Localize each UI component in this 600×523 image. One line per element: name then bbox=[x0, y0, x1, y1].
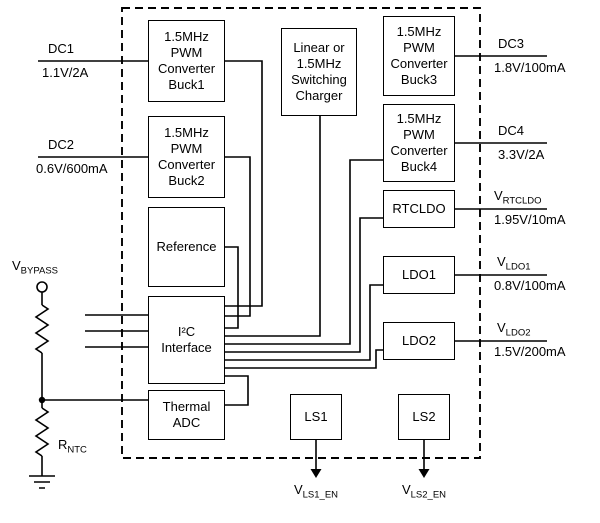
ntc-resistor bbox=[34, 407, 50, 457]
dc4-value: 3.3V/2A bbox=[498, 147, 545, 162]
block-ldo2: LDO2 bbox=[383, 322, 455, 360]
block-buck3: 1.5MHz PWM Converter Buck3 bbox=[383, 16, 455, 96]
dc3-value: 1.8V/100mA bbox=[494, 60, 566, 75]
dc4-label: DC4 bbox=[498, 123, 525, 138]
block-ls1: LS1 bbox=[290, 394, 342, 440]
block-i2c-interface: I²C Interface bbox=[148, 296, 225, 384]
wire-buck4-i2c bbox=[225, 159, 383, 345]
bypass-terminal bbox=[36, 281, 48, 293]
dc2-value: 0.6V/600mA bbox=[36, 161, 108, 176]
block-reference: Reference bbox=[148, 207, 225, 287]
ls2-en-arrow-icon bbox=[418, 469, 430, 478]
ground-symbol-icon bbox=[29, 475, 55, 489]
vls2-en-label: VLS2_EN bbox=[401, 482, 447, 501]
vbypass-label: VBYPASS bbox=[12, 258, 58, 277]
chip-boundary bbox=[121, 7, 481, 459]
block-buck4: 1.5MHz PWM Converter Buck4 bbox=[383, 104, 455, 182]
vrtcldo-value: 1.95V/10mA bbox=[494, 212, 566, 227]
vrtcldo-label: VRTCLDO bbox=[494, 188, 542, 207]
junction-dot bbox=[38, 396, 46, 404]
ls1-en-arrow-icon bbox=[310, 469, 322, 478]
vldo1-label: VLDO1 bbox=[497, 254, 531, 273]
wire-buck1-i2c bbox=[225, 60, 263, 307]
wire-ldo1-i2c bbox=[225, 284, 383, 361]
block-ls2: LS2 bbox=[398, 394, 450, 440]
wire-i2c-bus bbox=[85, 314, 148, 348]
block-buck1: 1.5MHz PWM Converter Buck1 bbox=[148, 20, 225, 102]
vls1-en-label: VLS1_EN bbox=[293, 482, 339, 501]
block-buck2: 1.5MHz PWM Converter Buck2 bbox=[148, 116, 225, 198]
wire-reference-i2c bbox=[225, 246, 239, 329]
vldo2-value: 1.5V/200mA bbox=[494, 344, 566, 359]
dc1-label: DC1 bbox=[48, 41, 75, 56]
vldo1-value: 0.8V/100mA bbox=[494, 278, 566, 293]
bypass-resistor bbox=[34, 304, 50, 354]
wire-rtcldo-i2c bbox=[225, 217, 383, 353]
block-thermal-adc: Thermal ADC bbox=[148, 390, 225, 440]
vldo2-label: VLDO2 bbox=[497, 320, 531, 339]
dc2-label: DC2 bbox=[48, 137, 75, 152]
block-rtcldo: RTCLDO bbox=[383, 190, 455, 228]
block-ldo1: LDO1 bbox=[383, 256, 455, 294]
wire-ldo2-i2c bbox=[225, 349, 383, 369]
rntc-label: RNTC bbox=[58, 437, 87, 456]
dc3-label: DC3 bbox=[498, 36, 525, 51]
dc1-value: 1.1V/2A bbox=[42, 65, 89, 80]
block-charger: Linear or 1.5MHz Switching Charger bbox=[281, 28, 357, 116]
wire-thermal-i2c bbox=[225, 375, 249, 406]
wire-charger-i2c bbox=[225, 116, 321, 337]
